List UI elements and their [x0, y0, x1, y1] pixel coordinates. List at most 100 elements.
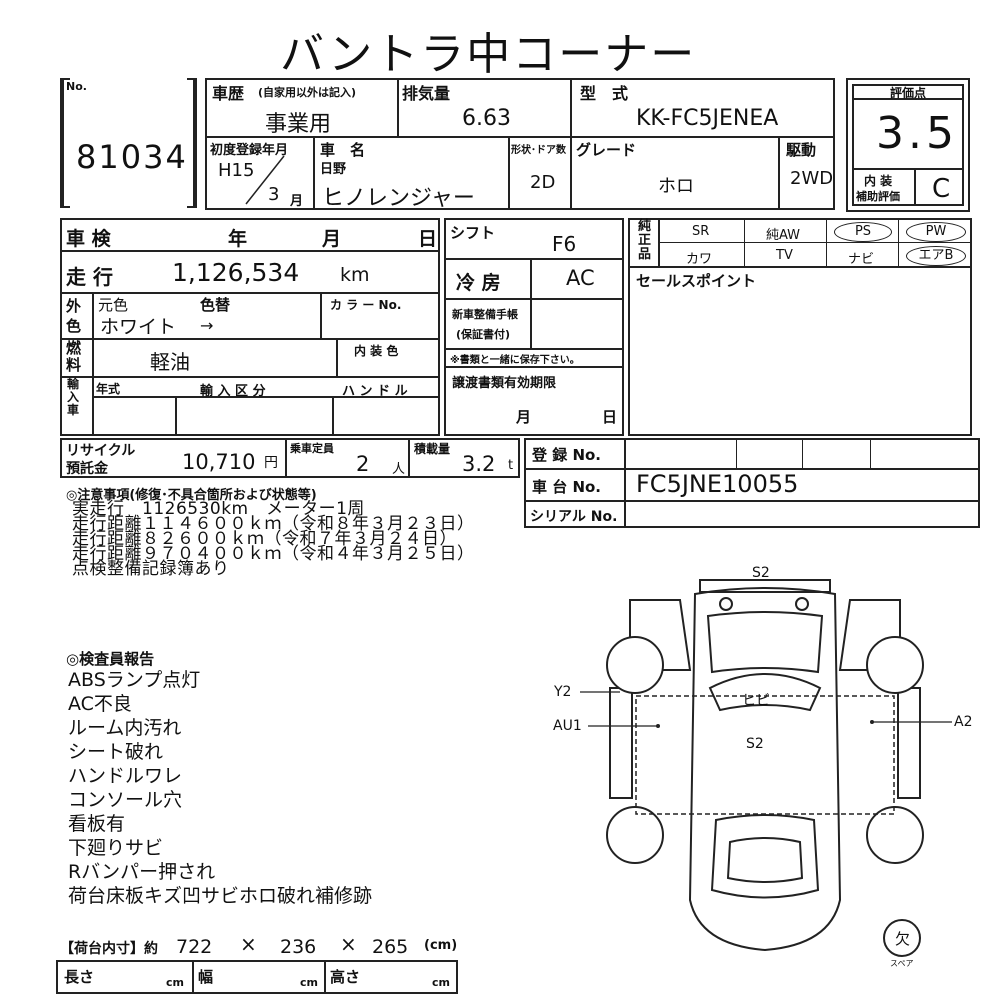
divider	[444, 366, 624, 368]
recycle-unit: 円	[264, 455, 278, 471]
history-value: 事業用	[265, 112, 332, 137]
import-label: 輸入車	[67, 377, 80, 417]
page-title: バントラ中コーナー	[280, 29, 697, 80]
grade-label: グレード	[576, 141, 637, 159]
cargo-cm-3: cm	[432, 976, 450, 989]
mark-a2: A2	[954, 714, 973, 730]
recycle-label-2: 預託金	[66, 461, 108, 477]
sales-point-label: セールスポイント	[636, 272, 757, 290]
divider	[530, 298, 532, 348]
handle-label: ハ ン ド ル	[342, 384, 408, 399]
mileage-unit: km	[340, 264, 370, 286]
mark-y2: Y2	[554, 684, 572, 700]
score-box	[846, 78, 970, 212]
cargo-cm-1: cm	[166, 976, 184, 989]
interior-value: C	[932, 174, 951, 204]
divider	[852, 168, 964, 170]
color-change-label: 色替	[200, 296, 231, 314]
mark-au1: AU1	[553, 718, 582, 734]
divider	[60, 338, 440, 340]
divider	[508, 136, 510, 210]
inspection-grid	[60, 218, 440, 436]
cargo-title: 【荷台内寸】約	[60, 941, 158, 957]
car-name-label: 車 名	[320, 141, 366, 159]
capacity-label: 乗車定員	[290, 442, 334, 455]
first-reg-month: 3	[268, 184, 280, 205]
equip-leather: カワ	[686, 252, 713, 267]
divider	[336, 338, 338, 376]
cargo-unit: (cm)	[424, 938, 458, 953]
inspection-month: 月	[322, 228, 342, 250]
note-line: 走行距離８２６００ｋｍ（令和７年３月２４日）	[72, 529, 457, 549]
divider	[444, 348, 624, 350]
cargo-length: 722	[176, 936, 213, 958]
recycle-value: 10,710	[182, 450, 256, 474]
divider	[524, 468, 980, 470]
drive-label: 駆動	[786, 141, 817, 159]
chassis-label: 車 台 No.	[532, 478, 602, 496]
divider	[187, 206, 197, 208]
interior-label-2: 補助評価	[856, 190, 900, 203]
divider	[870, 438, 871, 468]
ac-value: AC	[566, 266, 595, 290]
divider	[852, 98, 964, 100]
spare-circle	[883, 919, 921, 957]
lot-bracket-left	[60, 78, 64, 208]
note-line: 点検整備記録簿あり	[72, 559, 230, 579]
truck-body-outline	[688, 587, 842, 952]
displacement-label: 排気量	[402, 84, 451, 103]
inspection-label: 車 検	[66, 228, 111, 250]
cargo-width: 236	[280, 936, 317, 958]
truck-diagram	[580, 579, 952, 957]
equip-sr: SR	[692, 224, 710, 239]
divider	[60, 250, 440, 252]
damage-dot-a2	[870, 720, 874, 724]
cargo-length-label: 長さ	[64, 968, 95, 986]
wheel-front-left	[606, 636, 664, 694]
divider	[205, 208, 835, 210]
cargo-width-label: 幅	[198, 968, 214, 986]
load-unit: t	[508, 458, 514, 473]
drive-value: 2WD	[790, 168, 834, 189]
shift-grid	[444, 218, 624, 436]
divider	[833, 78, 835, 210]
notes-title: ◎注意事項(修復･不具合箇所および状態等)	[66, 488, 317, 503]
divider	[324, 960, 326, 994]
spare-label: 欠	[895, 930, 911, 948]
wheel-rear-right	[866, 806, 924, 864]
divider	[524, 500, 980, 502]
score-inner-box	[852, 84, 964, 206]
doors-value: 2D	[530, 172, 556, 193]
displacement-value: 6.63	[462, 106, 511, 131]
shift-label: シフト	[450, 224, 496, 242]
list-item: ABSランプ点灯	[68, 669, 201, 691]
dashboard-outline	[706, 611, 824, 674]
equip-airbag: エアB	[906, 246, 966, 266]
cargo-times-2: ×	[340, 932, 357, 956]
ac-label: 冷 房	[456, 272, 501, 294]
headlight-right	[795, 597, 809, 611]
divider	[826, 218, 827, 266]
cargo-times-1: ×	[240, 932, 257, 956]
rear-inner-outline	[726, 837, 804, 883]
divider	[744, 218, 745, 266]
color-no-label: カ ラ ー No.	[330, 298, 402, 312]
divider	[285, 438, 287, 478]
list-item: ルーム内汚れ	[68, 717, 182, 739]
divider	[628, 266, 972, 268]
divider	[175, 396, 177, 436]
reg-label: 登 録 No.	[532, 446, 602, 464]
equip-navi: ナビ	[848, 252, 875, 267]
inspection-year: 年	[228, 228, 248, 250]
transfer-label: 譲渡書類有効期限	[452, 376, 557, 391]
divider	[60, 376, 440, 378]
damage-dot-au1	[656, 724, 660, 728]
list-item: AC不良	[68, 693, 132, 715]
wheel-front-right	[866, 636, 924, 694]
inspector-list: ABSランプ点灯 AC不良 ルーム内汚れ シート破れ ハンドルワレ コンソール穴…	[68, 668, 372, 908]
model-value: KK-FC5JENEA	[636, 106, 779, 131]
list-item: シート破れ	[68, 741, 164, 763]
color-value: ホワイト	[100, 316, 177, 338]
headlight-left	[719, 597, 733, 611]
inspection-day: 日	[418, 228, 438, 250]
